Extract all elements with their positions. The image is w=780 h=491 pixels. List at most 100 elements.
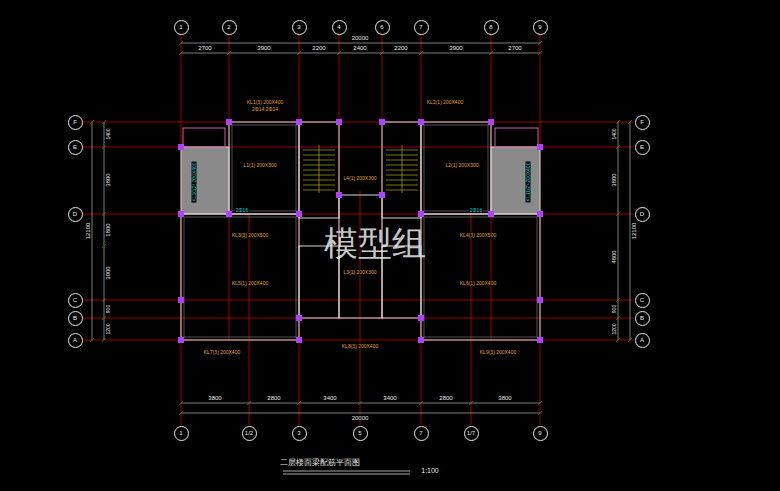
- dimension: 1200: [612, 322, 617, 335]
- beam-label: KL2(1) 200X400: [426, 100, 464, 105]
- beam-label: L3(1) 200X300: [342, 270, 377, 275]
- grid-number: 9: [538, 430, 541, 436]
- beam-rebar: 2Φ16: [235, 208, 249, 213]
- grid-bubble: B: [635, 311, 650, 326]
- columns: [178, 119, 543, 343]
- dimension: 1800: [105, 222, 111, 237]
- dimension: 3400: [322, 395, 337, 401]
- grid-bubble: D: [635, 207, 650, 222]
- beam-label: KL3(3) 200X500: [231, 233, 269, 238]
- dimension: 2700: [197, 45, 212, 51]
- grid-number: A: [73, 337, 77, 343]
- grid-number: 1/7: [467, 430, 475, 436]
- dimension: 900: [106, 304, 111, 314]
- title-underline: [283, 471, 410, 474]
- beam-label: KL6(1) 200X400: [459, 281, 497, 286]
- overall-dimension: 20000: [351, 415, 370, 421]
- grid-bubble: E: [635, 140, 650, 155]
- grid-bubble: 1/7: [464, 426, 479, 441]
- dimension: 3000: [105, 265, 111, 280]
- dimension: 4800: [611, 249, 617, 264]
- dimension: 2400: [352, 45, 367, 51]
- beam-label: L4(1) 200X300: [342, 176, 377, 181]
- dimension: 2200: [311, 45, 326, 51]
- watermark: 模型组: [323, 226, 427, 260]
- grid-bubble: D: [68, 207, 83, 222]
- grid-number: C: [640, 297, 644, 303]
- dimension: 3800: [497, 395, 512, 401]
- grid-number: B: [73, 315, 77, 321]
- beam-label: KL11(2) 200X400: [526, 162, 531, 203]
- grid-bubble: A: [68, 333, 83, 348]
- dimension: 3800: [105, 172, 111, 187]
- dimension: 3900: [256, 45, 271, 51]
- grid-lines: [83, 35, 634, 425]
- beam-label: KL8(3) 200X400: [341, 344, 379, 349]
- grid-number: 8: [489, 24, 492, 30]
- grid-bubble: 8: [484, 20, 499, 35]
- grid-bubble: 7: [414, 426, 429, 441]
- grid-number: B: [640, 315, 644, 321]
- beam-label: L1(1) 200X300: [242, 163, 277, 168]
- grid-number: F: [640, 119, 644, 125]
- overall-dimension: 12100: [85, 222, 91, 241]
- grid-number: 6: [380, 24, 383, 30]
- grid-number: E: [73, 144, 77, 150]
- grid-bubble: E: [68, 140, 83, 155]
- grid-number: 4: [337, 24, 340, 30]
- beam-label: KL1(3) 200X400: [246, 100, 284, 105]
- grid-bubble: 9: [533, 426, 548, 441]
- dimension: 2700: [507, 45, 522, 51]
- dimension: 2800: [266, 395, 281, 401]
- beam-label: KL7(3) 200X400: [203, 350, 241, 355]
- dimension: 1400: [106, 127, 111, 140]
- beam-label: KL4(3) 200X500: [459, 233, 497, 238]
- grid-bubble: 6: [375, 20, 390, 35]
- grid-number: 5: [358, 430, 361, 436]
- overall-dimension: 20000: [351, 35, 370, 41]
- grid-bubble: C: [635, 293, 650, 308]
- grid-number: 2: [227, 24, 230, 30]
- grid-bubble: A: [635, 333, 650, 348]
- dimension: 2800: [438, 395, 453, 401]
- grid-bubble: B: [68, 311, 83, 326]
- dimension: 1200: [106, 322, 111, 335]
- grid-number: F: [73, 119, 77, 125]
- grid-bubble: 1/2: [242, 426, 257, 441]
- dimension: 3800: [611, 172, 617, 187]
- beam-label: KL10(2) 200X400: [192, 161, 197, 202]
- grid-bubble: 9: [533, 20, 548, 35]
- grid-number: A: [640, 337, 644, 343]
- dimension: 3800: [207, 395, 222, 401]
- dimension: 900: [612, 304, 617, 314]
- grid-bubble: 1: [174, 426, 189, 441]
- grid-number: 9: [538, 24, 541, 30]
- grid-bubble: F: [635, 115, 650, 130]
- beam-label: L2(1) 200X300: [444, 163, 479, 168]
- grid-number: D: [73, 211, 77, 217]
- grid-bubble: F: [68, 115, 83, 130]
- grid-number: 1: [179, 430, 182, 436]
- grid-number: 7: [419, 24, 422, 30]
- beam-rebar: 2Φ16: [469, 208, 483, 213]
- beam-label: KL9(3) 200X400: [479, 350, 517, 355]
- dimension: 3400: [382, 395, 397, 401]
- dimension: 2200: [393, 45, 408, 51]
- dimension-lines: [90, 41, 632, 415]
- grid-bubble: C: [68, 293, 83, 308]
- grid-number: 1/2: [245, 430, 253, 436]
- grid-bubble: 3: [292, 426, 307, 441]
- grid-bubble: 3: [292, 20, 307, 35]
- grid-number: 7: [419, 430, 422, 436]
- dimension: 1400: [612, 127, 617, 140]
- grid-number: 3: [297, 430, 300, 436]
- grid-bubble: 7: [414, 20, 429, 35]
- grid-number: E: [640, 144, 644, 150]
- grid-number: 1: [179, 24, 182, 30]
- grid-number: C: [73, 297, 77, 303]
- grid-bubble: 2: [222, 20, 237, 35]
- beam-label: KL5(1) 200X400: [231, 281, 269, 286]
- overall-dimension: 12100: [631, 222, 637, 241]
- grid-bubble: 1: [174, 20, 189, 35]
